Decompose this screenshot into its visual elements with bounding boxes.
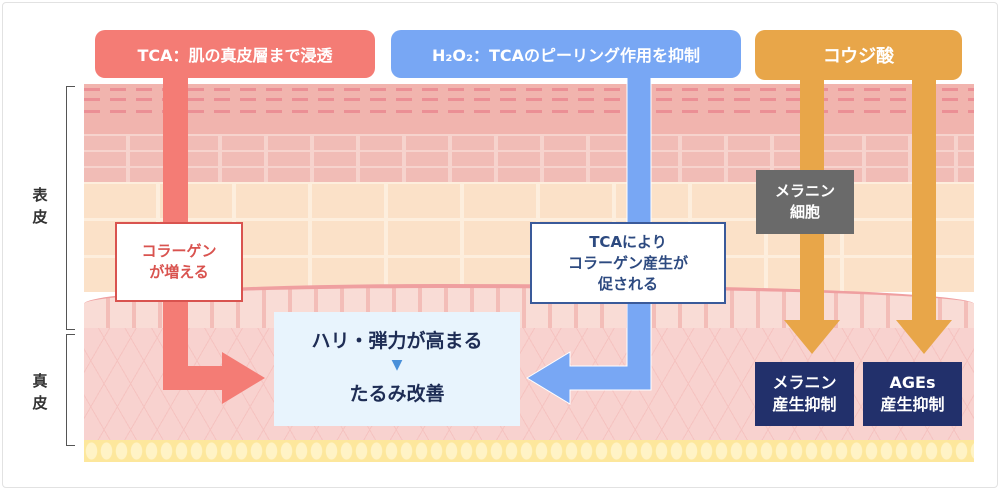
collagen-increase-note: コラーゲン が増える [115,222,243,302]
tca-header: TCA：肌の真皮層まで浸透 [95,30,375,78]
tca-collagen-note: TCAにより コラーゲン産生が 促される [530,222,726,304]
h2o2-header: H₂O₂：TCAのピーリング作用を抑制 [391,30,741,78]
ages-suppression-box: AGEs 産生抑制 [863,362,962,426]
result-box: ハリ・弾力が高まる ▼ たるみ改善 [274,312,520,426]
result-firmness: ハリ・弾力が高まる [311,330,483,352]
corneum-line [84,110,974,113]
dermis-bracket [66,334,75,446]
stratum-corneum [84,84,974,134]
subcutaneous-fat [84,440,974,462]
result-sagging-improvement: たるみ改善 [349,383,445,405]
corneum-line [84,88,974,91]
dermis-label: 真 皮 [32,372,48,412]
kojic-acid-header: コウジ酸 [755,30,962,80]
epidermis-label: 表 皮 [32,186,48,226]
melanocyte-label: メラニン 細胞 [756,170,854,234]
down-triangle-icon: ▼ [391,357,403,373]
epidermis-bracket [66,86,75,330]
melanin-suppression-box: メラニン 産生抑制 [755,362,854,426]
kojic-arrow-2 [896,78,952,354]
